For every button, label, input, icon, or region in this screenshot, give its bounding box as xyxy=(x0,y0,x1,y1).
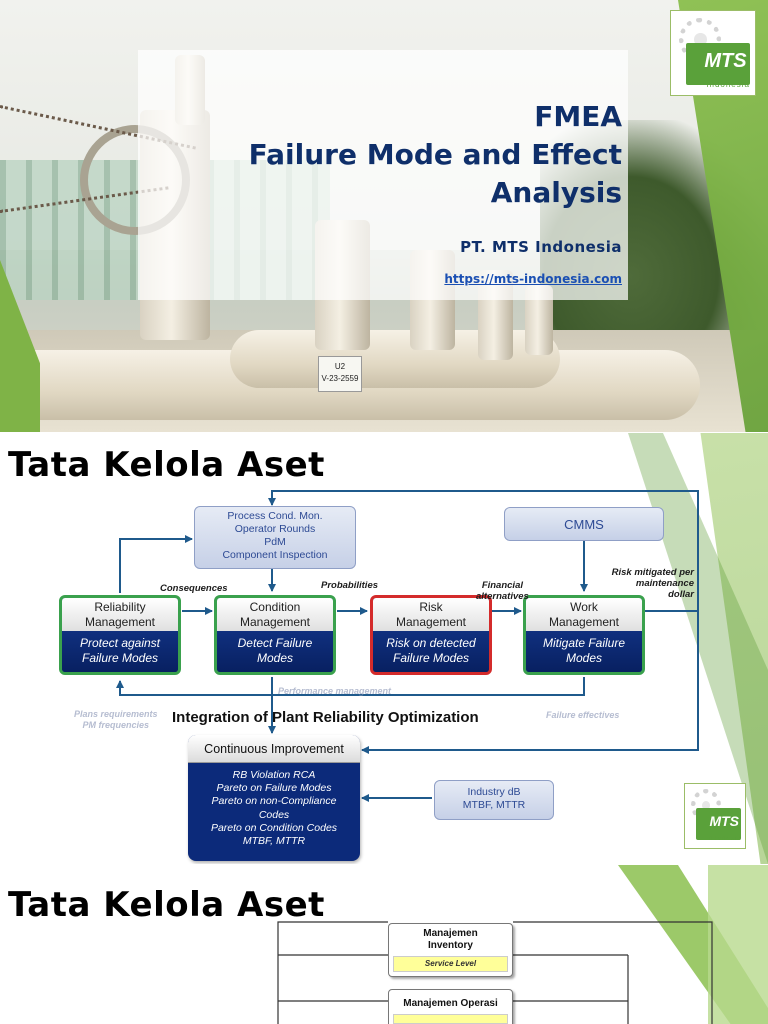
process-monitoring-box: Process Cond. Mon. Operator Rounds PdM C… xyxy=(194,506,356,569)
diagram-arrows xyxy=(116,490,699,802)
process-line: PdM xyxy=(264,536,286,548)
module-head-line: Reliability xyxy=(94,600,146,614)
ci-item: Pareto on Failure Modes xyxy=(216,782,332,795)
module-body-line: Detect Failure xyxy=(237,636,313,650)
module-head-line: Management xyxy=(84,615,156,629)
ci-item: MTBF, MTTR xyxy=(242,835,306,848)
module-head-line: Work xyxy=(570,600,598,614)
faded-line: Plans requirements xyxy=(74,709,158,719)
logo-text: MTS xyxy=(709,813,739,830)
module-head-line: Risk xyxy=(419,600,443,614)
photo-tag-line1: U2 xyxy=(334,362,346,371)
mts-logo: MTS Indonesia xyxy=(684,783,746,849)
module-head-line: Condition xyxy=(249,600,301,614)
cmms-box: CMMS xyxy=(504,507,664,541)
probabilities-label: Probabilities xyxy=(321,580,379,591)
process-line: Operator Rounds xyxy=(234,523,316,535)
asset-governance-slide: Tata Kelola Aset xyxy=(0,433,768,864)
ci-item: RB Violation RCA xyxy=(232,769,316,781)
risk-mitigated-label: Risk mitigated per maintenance dollar xyxy=(600,567,694,600)
module-body-line: Mitigate Failure xyxy=(542,636,626,650)
photo-tag-line2: V-23-2559 xyxy=(321,374,359,383)
faded-label-failure-effectives: Failure effectives xyxy=(546,710,620,720)
presentation-title: FMEA Failure Mode and Effect Analysis xyxy=(150,98,622,212)
cmms-label: CMMS xyxy=(564,516,604,532)
faded-line: PM frequencies xyxy=(82,720,150,730)
photo-tag: U2 V-23-2559 xyxy=(318,356,362,392)
green-accent-band xyxy=(708,865,768,1024)
ci-item: Pareto on non-Compliance xyxy=(211,795,337,808)
operations-management-box: Manajemen Operasi xyxy=(388,989,513,1024)
website-link[interactable]: https://mts-indonesia.com xyxy=(444,272,622,286)
slide-title: Tata Kelola Aset xyxy=(8,885,325,925)
logo-text: MTS xyxy=(704,49,747,72)
inventory-line: Inventory xyxy=(427,940,473,951)
process-line: Component Inspection xyxy=(222,549,328,561)
industry-line: Industry dB xyxy=(467,786,521,798)
module-body-line: Risk on detected xyxy=(386,636,476,650)
consequences-label: Consequences xyxy=(160,583,228,594)
org-lines xyxy=(277,921,713,1024)
financial-alternatives-label: Financial alternatives xyxy=(476,580,529,602)
title-line-3: Analysis xyxy=(490,176,622,209)
slide-title: Tata Kelola Aset xyxy=(8,445,325,485)
logo-subtext: Indonesia xyxy=(706,79,750,89)
inventory-line: Manajemen xyxy=(423,928,478,939)
financial-line: Financial xyxy=(481,580,523,591)
process-line: Process Cond. Mon. xyxy=(227,510,323,522)
risk-mitigated-line: maintenance xyxy=(635,578,694,589)
continuous-improvement-box: Continuous Improvement RB Violation RCA … xyxy=(188,735,360,861)
risk-mitigated-line: dollar xyxy=(668,589,694,600)
asset-governance-slide-2: Tata Kelola Aset Manajemen Inventory Ser… xyxy=(0,865,768,1024)
mts-logo: MTS Indonesia xyxy=(670,10,756,96)
operations-label: Manajemen Operasi xyxy=(403,998,498,1009)
module-head-line: Management xyxy=(548,615,620,629)
company-name: PT. MTS Indonesia xyxy=(460,238,622,256)
module-body-line: Failure Modes xyxy=(392,651,470,665)
module-body-line: Modes xyxy=(565,651,603,665)
title-overlay xyxy=(138,50,628,300)
service-level-tag: Service Level xyxy=(393,956,508,972)
faded-label-performance: Performance management xyxy=(278,686,392,696)
financial-line: alternatives xyxy=(476,591,529,602)
title-line-1: FMEA xyxy=(534,100,622,133)
module-head-line: Management xyxy=(239,615,311,629)
module-body-line: Failure Modes xyxy=(81,651,159,665)
title-line-2: Failure Mode and Effect xyxy=(248,138,622,171)
industry-db-box: Industry dB MTBF, MTTR xyxy=(434,780,554,820)
ci-item: Pareto on Condition Codes xyxy=(210,821,338,834)
industry-line: MTBF, MTTR xyxy=(462,799,526,811)
module-body-line: Protect against xyxy=(79,636,161,650)
module-body-line: Modes xyxy=(256,651,294,665)
faded-label-plans: Plans requirements PM frequencies xyxy=(74,709,158,731)
title-slide: U2 V-23-2559 FMEA Failure Mode and Effec… xyxy=(0,0,768,432)
risk-mitigated-line: Risk mitigated per xyxy=(611,567,694,578)
logo-block xyxy=(695,808,742,841)
inventory-management-box: Manajemen Inventory Service Level xyxy=(388,923,513,977)
operations-tag xyxy=(393,1014,508,1024)
module-head-line: Management xyxy=(395,615,467,629)
logo-block xyxy=(686,42,750,85)
ci-heading: Continuous Improvement xyxy=(188,735,360,763)
logo-subtext: Indonesia xyxy=(706,836,742,843)
ci-item: Codes xyxy=(258,808,290,821)
integration-heading: Integration of Plant Reliability Optimiz… xyxy=(172,709,479,726)
